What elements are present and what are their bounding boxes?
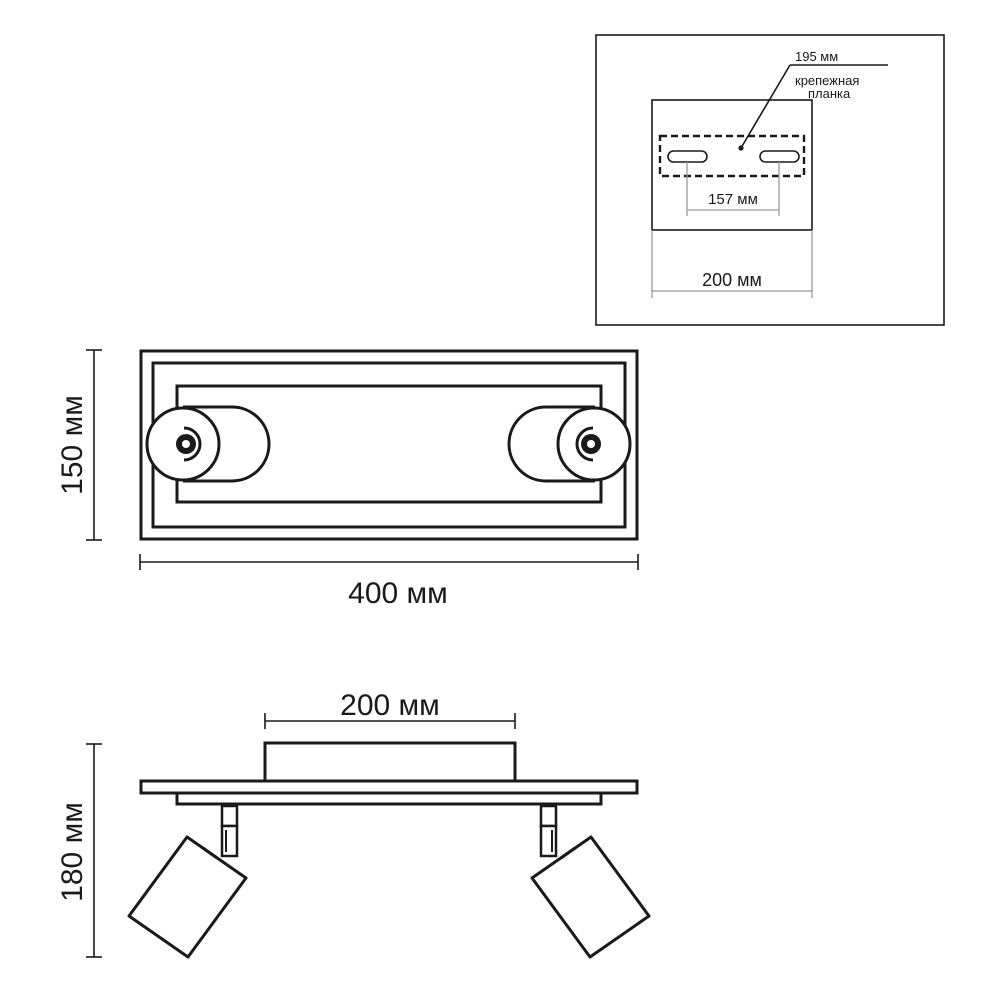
- top-width-label: 400 мм: [348, 577, 448, 610]
- left-spot-cylinder: [127, 835, 248, 959]
- side-base-label: 200 мм: [340, 689, 440, 722]
- mounting-plate-dashed: [658, 134, 806, 178]
- plate-name-label-1: крепежная: [795, 73, 859, 88]
- right-spot-lens-center: [587, 440, 595, 448]
- right-spot-collar: [560, 846, 576, 860]
- side-frame-plate: [139, 779, 639, 795]
- plate-length-label: 195 мм: [795, 49, 838, 64]
- inset-frame: [595, 34, 945, 326]
- side-view: 200 мм 180 мм: [56, 689, 651, 959]
- left-arm-top: [220, 804, 239, 828]
- right-arm-top: [539, 804, 558, 828]
- left-spot-lens-center: [182, 440, 190, 448]
- inset-width-label: 200 мм: [702, 270, 762, 290]
- side-height-label: 180 мм: [56, 802, 89, 902]
- side-back-plate: [175, 791, 603, 806]
- plate-name-label-2: планка: [808, 86, 851, 101]
- mounting-slot-left: [667, 150, 708, 163]
- top-view: 150 мм 400 мм: [56, 349, 639, 610]
- right-arm-joint: [539, 824, 558, 858]
- left-arm-joint: [220, 824, 239, 858]
- inset-base-outline: [651, 99, 813, 231]
- mounting-inset: 195 мм крепежная планка 157 мм 200 мм: [595, 34, 945, 326]
- top-height-label: 150 мм: [56, 395, 89, 495]
- right-spot-cylinder: [530, 835, 651, 959]
- side-mount-base: [263, 741, 517, 783]
- left-spot-collar: [202, 846, 218, 860]
- plate-leader-line: [740, 64, 791, 149]
- mounting-slot-right: [759, 150, 800, 163]
- left-spot-lens-arc: [183, 426, 202, 462]
- top-outer-frame: [139, 349, 639, 541]
- right-spot-lens-arc: [575, 426, 594, 462]
- slot-spacing-label: 157 мм: [708, 191, 758, 208]
